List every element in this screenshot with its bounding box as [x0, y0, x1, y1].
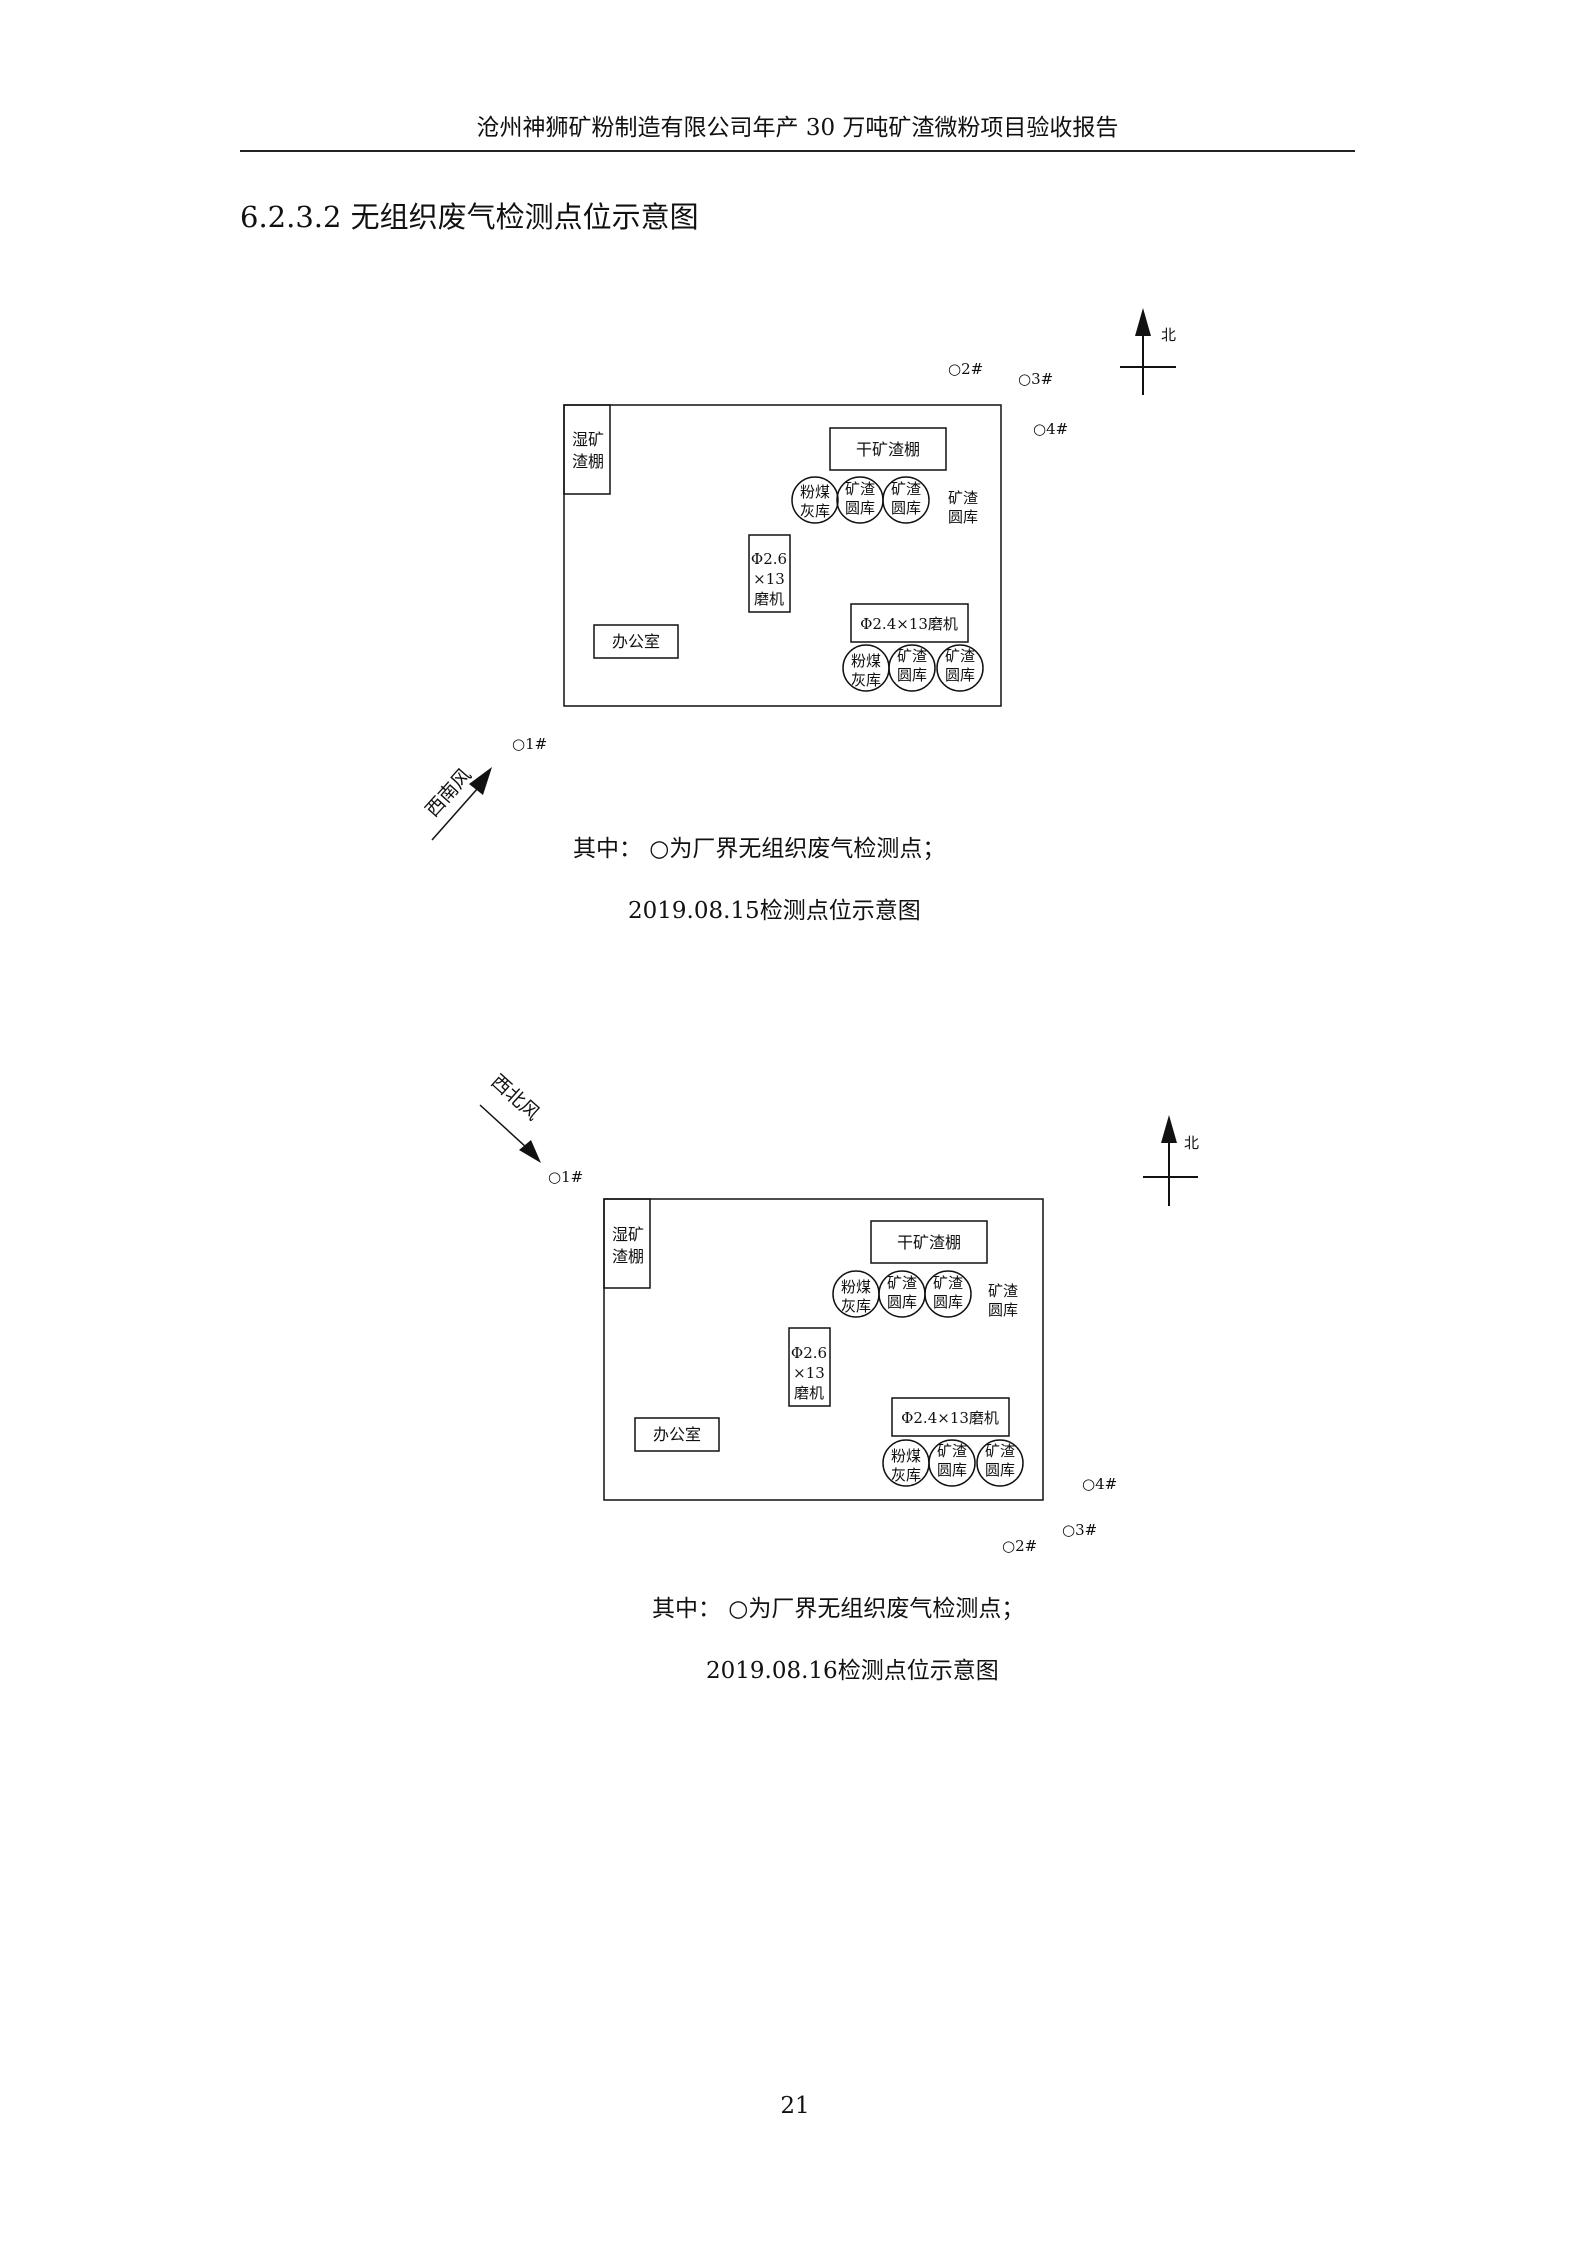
slag-silo-2-label-2: 圆库: [891, 499, 921, 517]
slag-silo-4-label-1: 矿渣: [897, 647, 927, 665]
wet-slag-shed-label-1: 湿矿: [572, 430, 604, 449]
mill-large-2: [891, 1397, 1010, 1437]
dry-slag-shed: [829, 427, 947, 471]
mill-small-2-label-3: 磨机: [794, 1384, 824, 1402]
slag-silo-5-label-1: 矿渣: [945, 647, 975, 665]
legend-2: 其中： ○为厂界无组织废气检测点；: [652, 1596, 1025, 1622]
fly-ash-silo-4-label-2: 灰库: [891, 1466, 921, 1484]
mill-small-2-label-1: Φ2.6: [791, 1344, 827, 1362]
mill-large: [850, 603, 969, 643]
slag-silo-7-label-1: 矿渣: [933, 1274, 963, 1292]
office: [593, 624, 679, 659]
slag-silo-4-label-2: 圆库: [897, 666, 927, 684]
point-3: ○3#: [1018, 370, 1053, 388]
slag-silo-8-label-2: 圆库: [988, 1301, 1018, 1319]
slag-silo-10-label-2: 圆库: [985, 1461, 1015, 1479]
slag-silo-9: [928, 1439, 976, 1487]
slag-silo-10-label-1: 矿渣: [985, 1442, 1015, 1460]
point-2-b: ○2#: [1002, 1537, 1037, 1555]
slag-silo-10: [976, 1439, 1024, 1487]
mill-small-label-2: ×13: [753, 570, 785, 588]
fly-ash-silo-1-label-2: 灰库: [800, 502, 830, 520]
slag-silo-8-label-1: 矿渣: [988, 1282, 1018, 1300]
wind-label-2: 西北风: [487, 1070, 544, 1125]
north-label: 北: [1161, 326, 1176, 344]
caption-2: 2019.08.16检测点位示意图: [706, 1658, 999, 1684]
office-2: [634, 1417, 720, 1452]
fly-ash-silo-3-label-1: 粉煤: [841, 1278, 871, 1296]
slag-silo-6-label-1: 矿渣: [887, 1274, 917, 1292]
legend-1: 其中： ○为厂界无组织废气检测点；: [573, 836, 946, 862]
point-4-b: ○4#: [1082, 1475, 1117, 1493]
slag-silo-2: [882, 476, 930, 524]
mill-small-2-label-2: ×13: [793, 1364, 825, 1382]
slag-silo-1-label-2: 圆库: [845, 499, 875, 517]
wind-arrow-icon-2: 西北风: [479, 1070, 544, 1163]
mill-small-label-3: 磨机: [754, 590, 784, 608]
wet-slag-shed-label-2: 渣棚: [572, 452, 604, 471]
slag-silo-5-label-2: 圆库: [945, 666, 975, 684]
page-header: 沧州神狮矿粉制造有限公司年产 30 万吨矿渣微粉项目验收报告: [240, 106, 1355, 152]
plant-boundary: [563, 404, 1002, 707]
wet-slag-shed-2-label-2: 渣棚: [612, 1247, 644, 1266]
north-arrow-icon: 北: [1120, 308, 1176, 395]
office-label: 办公室: [612, 632, 660, 651]
slag-silo-3-label-1: 矿渣: [948, 489, 978, 507]
slag-silo-6-label-2: 圆库: [887, 1293, 917, 1311]
fly-ash-silo-4-label-1: 粉煤: [891, 1447, 921, 1465]
point-4: ○4#: [1033, 420, 1068, 438]
dry-slag-shed-2-label: 干矿渣棚: [897, 1233, 961, 1252]
wet-slag-shed-2: [603, 1198, 651, 1289]
mill-small-2: [788, 1327, 831, 1407]
slag-silo-7: [924, 1270, 972, 1318]
office-2-label: 办公室: [653, 1425, 701, 1444]
wet-slag-shed-2-label-1: 湿矿: [612, 1225, 644, 1244]
caption-1: 2019.08.15检测点位示意图: [628, 898, 921, 924]
point-3-b: ○3#: [1062, 1521, 1097, 1539]
plant-boundary-2: [603, 1198, 1044, 1501]
mill-small: [748, 534, 791, 613]
fly-ash-silo-1: [791, 476, 839, 524]
dry-slag-shed-label: 干矿渣棚: [856, 440, 920, 459]
slag-silo-4: [888, 644, 936, 692]
north-arrow-icon-2: 北: [1143, 1115, 1199, 1206]
section-title: 6.2.3.2 无组织废气检测点位示意图: [240, 200, 699, 234]
slag-silo-9-label-2: 圆库: [937, 1461, 967, 1479]
slag-silo-1-label-1: 矿渣: [845, 480, 875, 498]
wet-slag-shed: [563, 404, 611, 495]
point-1: ○1#: [512, 735, 547, 753]
point-1-b: ○1#: [548, 1168, 583, 1186]
slag-silo-3-label-2: 圆库: [948, 508, 978, 526]
point-2: ○2#: [948, 360, 983, 378]
fly-ash-silo-2-label-2: 灰库: [851, 671, 881, 689]
page-number: 21: [780, 2093, 810, 2119]
fly-ash-silo-3-label-2: 灰库: [841, 1297, 871, 1315]
fly-ash-silo-1-label-1: 粉煤: [800, 483, 830, 501]
slag-silo-2-label-1: 矿渣: [891, 480, 921, 498]
fly-ash-silo-2-label-1: 粉煤: [851, 652, 881, 670]
mill-large-label: Φ2.4×13磨机: [860, 615, 958, 633]
mill-large-2-label: Φ2.4×13磨机: [901, 1409, 999, 1427]
mill-small-label-1: Φ2.6: [751, 550, 787, 568]
north-label-2: 北: [1184, 1134, 1199, 1152]
dry-slag-shed-2: [870, 1220, 988, 1264]
slag-silo-7-label-2: 圆库: [933, 1293, 963, 1311]
slag-silo-5: [936, 644, 984, 692]
slag-silo-9-label-1: 矿渣: [937, 1442, 967, 1460]
